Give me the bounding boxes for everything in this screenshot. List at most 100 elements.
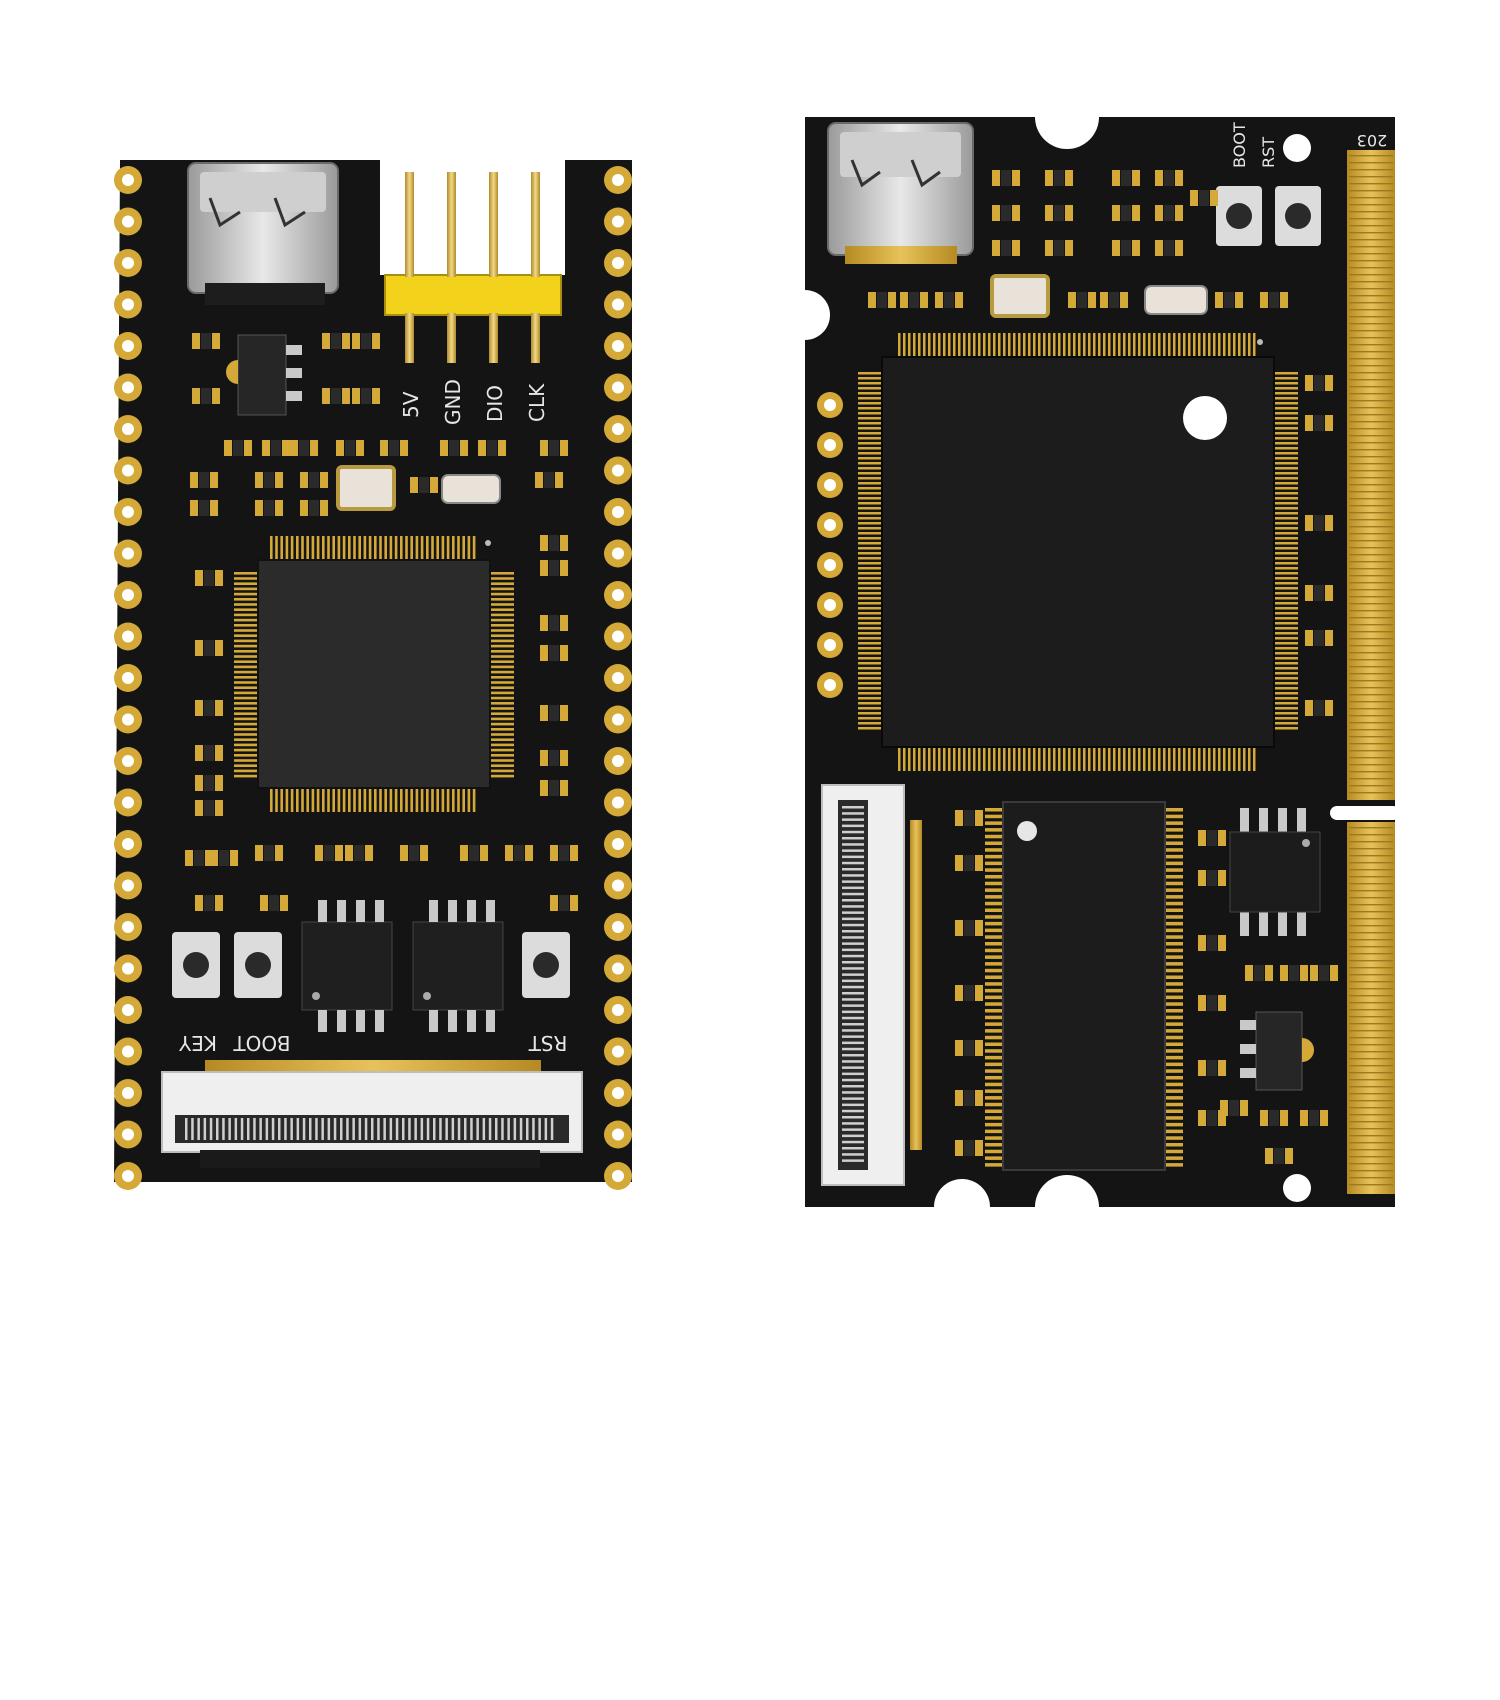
mcu-pin <box>1274 492 1298 495</box>
key-button[interactable] <box>172 932 220 998</box>
fpc-contact <box>445 1118 448 1140</box>
mcu-pin <box>1274 637 1298 640</box>
edge-finger <box>1349 1058 1393 1060</box>
fpc-contact <box>470 1118 473 1140</box>
smd-pad <box>356 440 364 456</box>
sdram-pin <box>985 1149 1003 1154</box>
sdram-pin <box>985 962 1003 966</box>
chip-pin <box>429 1010 438 1032</box>
fpc-contact <box>842 1023 864 1026</box>
smd-pad <box>400 845 408 861</box>
smd-pad <box>1112 205 1120 221</box>
smd-pad <box>190 500 198 516</box>
sdram-pin <box>1165 888 1183 892</box>
smd-pad <box>1235 292 1243 308</box>
edge-finger <box>1349 484 1393 486</box>
smd-body <box>233 440 243 456</box>
left-smd-components <box>185 333 578 911</box>
sdram-pin <box>1165 881 1183 886</box>
mcu-pin <box>1023 333 1026 357</box>
edge-finger <box>1349 197 1393 199</box>
sdram-pin <box>985 888 1003 892</box>
sdram-pin <box>1165 1102 1183 1107</box>
right-rst-button[interactable] <box>1275 186 1321 246</box>
boot-button[interactable] <box>234 932 282 998</box>
sdram-pin <box>1165 1082 1183 1087</box>
edge-finger <box>1349 855 1393 857</box>
sdram-pin <box>985 1129 1003 1134</box>
sdram-pin <box>1165 814 1183 819</box>
smd-pad <box>262 440 270 456</box>
fpc-contact <box>426 1118 430 1140</box>
left-fpc-connector <box>161 1060 583 1168</box>
button-label-rst: RST <box>528 1031 568 1055</box>
fpc-contact <box>842 1047 864 1051</box>
pad-hole <box>612 921 624 933</box>
mcu-pin <box>1233 747 1236 771</box>
mcu-pin <box>858 522 882 525</box>
mcu-pin <box>858 627 882 630</box>
mcu-pin <box>1274 402 1298 405</box>
smd-pad <box>560 560 568 576</box>
smd-pad <box>540 780 548 796</box>
edge-finger <box>1349 1149 1393 1151</box>
edge-finger <box>1349 918 1393 920</box>
fpc-contact <box>433 1118 436 1140</box>
edge-finger <box>1349 841 1393 843</box>
smd-pad <box>210 850 218 866</box>
smd-body <box>331 388 341 404</box>
pad-hole <box>612 589 624 601</box>
mcu-pin <box>1274 667 1298 670</box>
sdram-pin <box>1165 1022 1183 1026</box>
rst-button[interactable] <box>522 932 570 998</box>
edge-finger <box>1349 1128 1393 1130</box>
mcu-pin <box>1274 497 1298 500</box>
fpc-contact <box>408 1118 411 1140</box>
smd-pad <box>555 472 563 488</box>
smd-body <box>1164 170 1174 186</box>
sdram-pin <box>1165 962 1183 966</box>
pad-hole <box>612 838 624 850</box>
edge-finger <box>1349 785 1393 787</box>
mcu-pin <box>332 536 335 560</box>
smd-body <box>299 440 309 456</box>
edge-finger <box>1349 162 1393 164</box>
fpc-contact <box>842 1072 864 1076</box>
smd-body <box>309 472 319 488</box>
smd-pad <box>550 845 558 861</box>
smd-pad <box>460 845 468 861</box>
mcu-pin <box>858 567 882 570</box>
mcu-pin <box>1183 333 1186 357</box>
smd-pad <box>1198 830 1206 846</box>
sdram-pin <box>1165 955 1183 959</box>
fpc-contact <box>842 979 864 983</box>
smd-pad <box>1190 190 1198 206</box>
mcu-pin <box>363 536 367 560</box>
mcu-pin <box>490 717 514 721</box>
edge-finger <box>1349 561 1393 563</box>
mcu-pin <box>234 702 258 705</box>
mcu-pin <box>858 537 882 540</box>
fpc-contact <box>842 973 864 976</box>
mcu-pin <box>490 722 514 726</box>
smd-pad <box>1012 240 1020 256</box>
edge-finger <box>1349 470 1393 472</box>
smd-body <box>964 1040 974 1056</box>
mcu-pin <box>358 536 361 560</box>
sdram-pin <box>985 1136 1003 1140</box>
smd-pad <box>992 205 1000 221</box>
pad-hole <box>122 1128 134 1141</box>
mcu-pin <box>1158 333 1161 357</box>
mcu-pin <box>1274 617 1298 620</box>
right-boot-button[interactable] <box>1216 186 1262 246</box>
mcu-pin <box>1203 333 1206 357</box>
mcu-pin <box>1093 747 1096 771</box>
edge-finger <box>1349 218 1393 220</box>
smd-pad <box>1240 1100 1248 1116</box>
edge-finger <box>1349 309 1393 311</box>
sdram-pin <box>1165 848 1183 852</box>
pad-hole <box>612 1045 624 1058</box>
smd-body <box>544 472 554 488</box>
smd-body <box>549 645 559 661</box>
smd-pad <box>1218 830 1226 846</box>
